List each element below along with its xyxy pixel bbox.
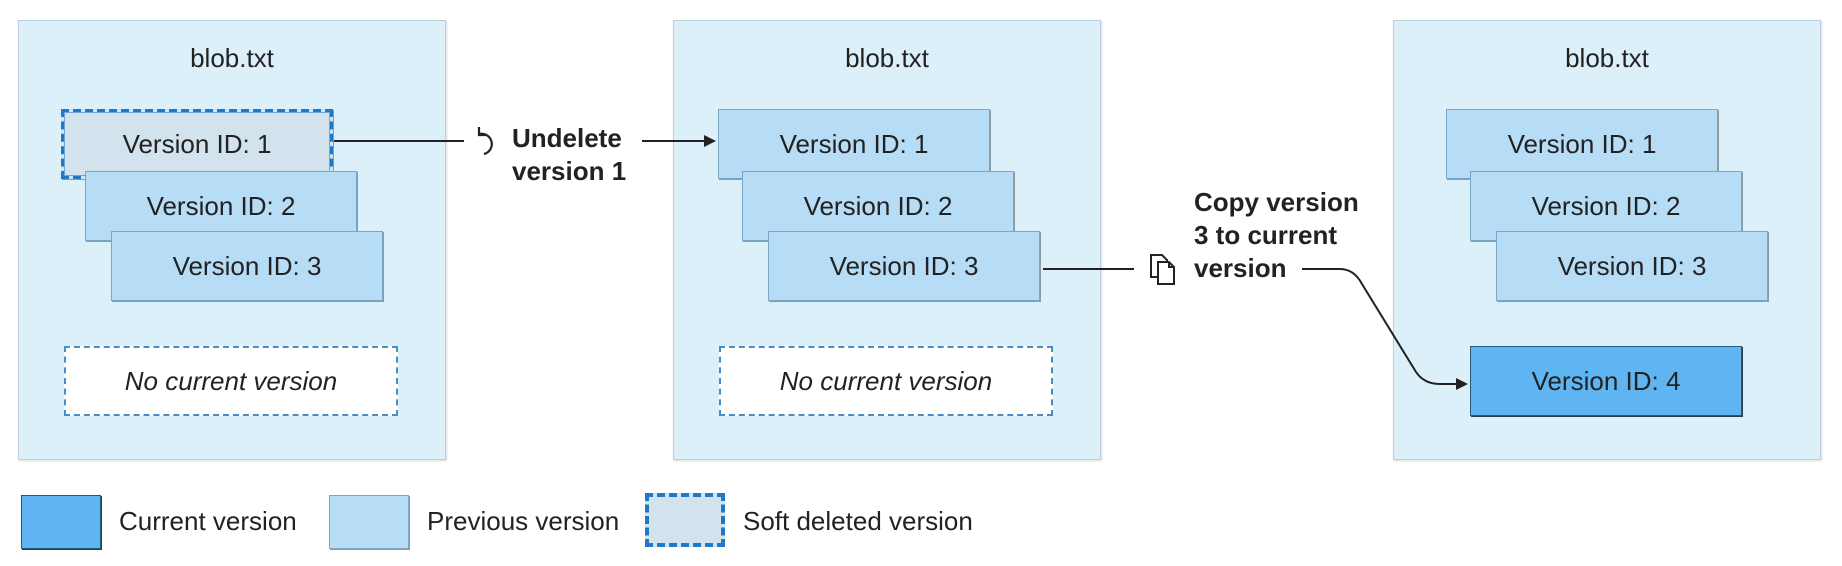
undelete-label-line1: Undelete [512,123,622,153]
copy-step-label: Copy version 3 to current version [1194,186,1359,285]
panel-before-undelete: blob.txt Version ID: 1 Version ID: 2 Ver… [18,20,446,460]
legend-label-previous: Previous version [427,506,620,536]
undelete-label-line2: version 1 [512,156,627,186]
legend-swatch-previous [329,495,409,549]
blob-name: blob.txt [190,43,274,73]
no-current-version-box: No current version [719,346,1053,416]
legend-label-current: Current version [119,506,297,536]
version-3-previous[interactable]: Version ID: 3 [111,231,383,301]
blob-name: blob.txt [845,43,929,73]
version-4-current[interactable]: Version ID: 4 [1470,346,1742,416]
undelete-step-label: Undelete version 1 [512,122,626,188]
panel-after-undelete: blob.txt Version ID: 1 Version ID: 2 Ver… [673,20,1101,460]
copy-label-line3: version [1194,253,1287,283]
arrow-copy-to-version4 [1302,268,1468,390]
copy-icon [1150,254,1175,285]
legend-swatch-soft-deleted [645,493,725,547]
panel-after-copy: blob.txt Version ID: 1 Version ID: 2 Ver… [1393,20,1821,460]
blob-name: blob.txt [1565,43,1649,73]
version-3-previous[interactable]: Version ID: 3 [768,231,1040,301]
legend-swatch-current [21,495,101,549]
legend-label-soft-deleted: Soft deleted version [743,506,973,536]
version-1-previous[interactable]: Version ID: 1 [1446,109,1718,179]
version-1-previous[interactable]: Version ID: 1 [718,109,990,179]
version-2-previous[interactable]: Version ID: 2 [85,171,357,241]
undo-icon [477,127,493,156]
version-2-previous[interactable]: Version ID: 2 [742,171,1014,241]
copy-label-line1: Copy version [1194,187,1359,217]
no-current-version-box: No current version [64,346,398,416]
copy-label-line2: 3 to current [1194,220,1338,250]
version-3-previous[interactable]: Version ID: 3 [1496,231,1768,301]
